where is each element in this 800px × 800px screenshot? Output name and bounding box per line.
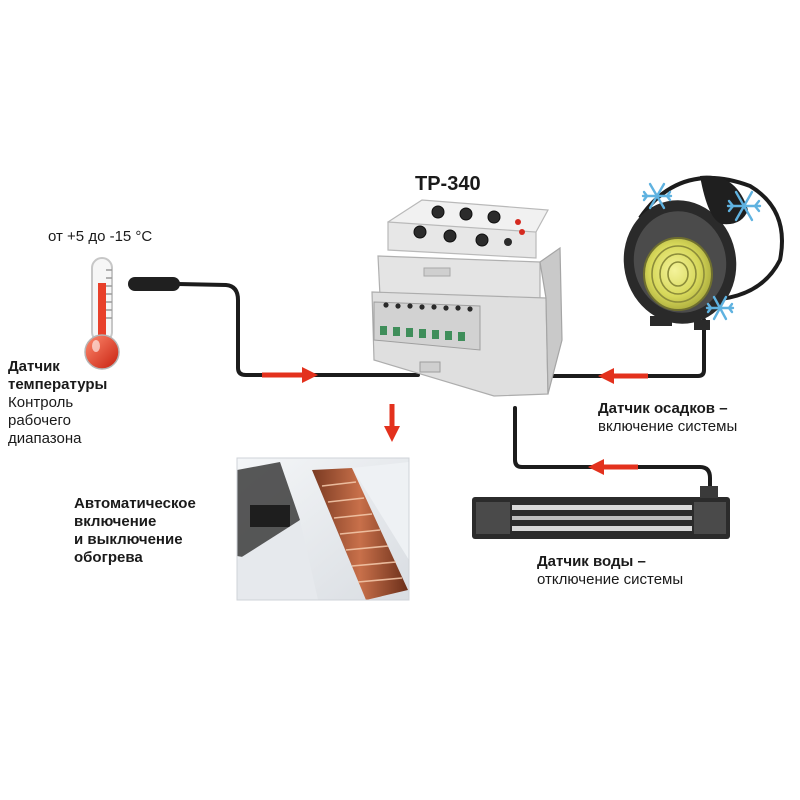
heating-caption: Автоматическое включение и выключение об…	[74, 495, 196, 567]
water-sensor	[472, 486, 730, 539]
signal-arrows	[262, 367, 648, 475]
temp-probe	[128, 277, 180, 291]
temp-sensor-desc-line: диапазона	[8, 430, 82, 447]
device-title: ТР-340	[415, 173, 481, 195]
snowflake-icon	[641, 182, 673, 210]
temp-sensor-title-line: температуры	[8, 376, 108, 393]
water-sensor-caption: Датчик воды – отключение системы	[537, 553, 683, 589]
heating-caption-line: обогрева	[74, 549, 143, 566]
temp-sensor-desc-line: рабочего	[8, 412, 71, 429]
precipitation-sensor-caption: Датчик осадков – включение системы	[598, 400, 737, 436]
heating-caption-line: включение	[74, 513, 157, 530]
snowflake-icons	[641, 182, 762, 321]
precip-sensor-title: Датчик осадков –	[598, 400, 728, 417]
precipitation-sensor	[623, 175, 784, 330]
heating-caption-line: и выключение	[74, 531, 183, 548]
thermometer-icon	[84, 257, 120, 370]
snowflake-icon	[705, 295, 735, 321]
temperature-sensor-caption: Датчик температуры Контроль рабочего диа…	[8, 358, 107, 448]
temp-sensor-cable	[176, 282, 420, 377]
temp-sensor-title-line: Датчик	[8, 358, 60, 375]
precip-sensor-cable	[506, 318, 706, 378]
arrow-precip-to-device-icon	[598, 368, 648, 384]
precip-sensor-desc: включение системы	[598, 418, 738, 435]
water-sensor-title: Датчик воды –	[537, 553, 646, 570]
arrow-device-to-heating-icon	[384, 404, 400, 442]
snowflake-icon	[726, 190, 762, 222]
arrow-water-to-device-icon	[588, 459, 638, 475]
arrow-temp-to-device-icon	[262, 367, 318, 383]
temp-sensor-desc-line: Контроль	[8, 394, 74, 411]
heated-roof-photo	[236, 457, 410, 601]
heating-caption-line: Автоматическое	[74, 495, 196, 512]
controller-device	[371, 199, 563, 397]
temperature-range-label: от +5 до -15 °C	[48, 228, 153, 245]
water-sensor-desc: отключение системы	[537, 571, 684, 588]
